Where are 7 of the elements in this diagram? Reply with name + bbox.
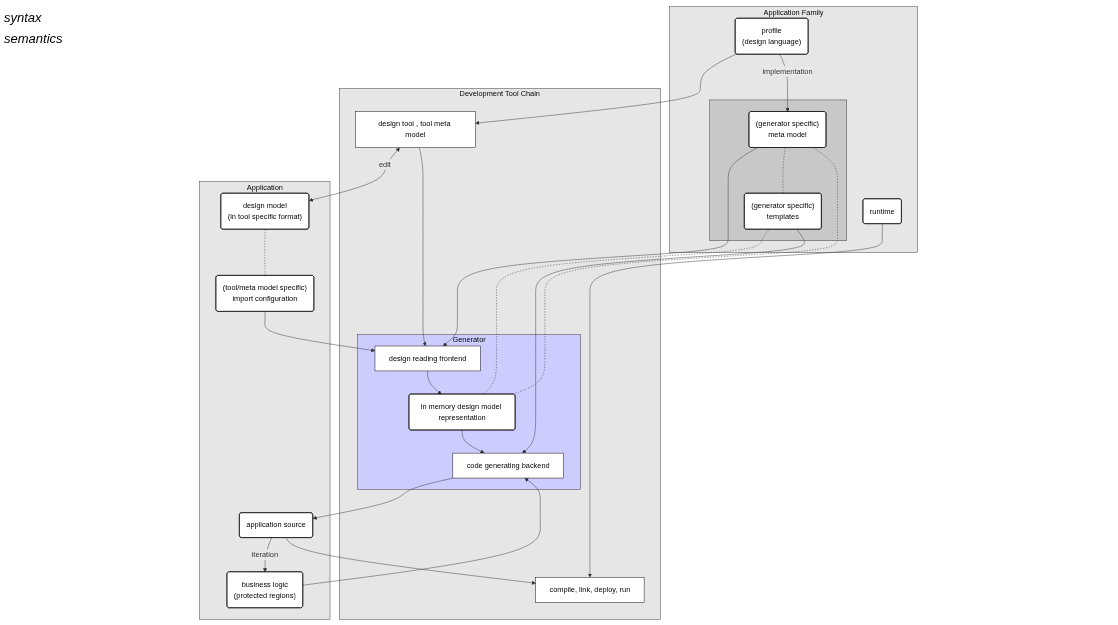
connector xyxy=(264,228,266,276)
connector xyxy=(483,228,770,394)
connector xyxy=(512,147,839,394)
connector xyxy=(783,147,786,194)
note: semantics xyxy=(4,31,64,46)
cluster xyxy=(709,99,848,241)
note: syntax xyxy=(4,10,43,25)
